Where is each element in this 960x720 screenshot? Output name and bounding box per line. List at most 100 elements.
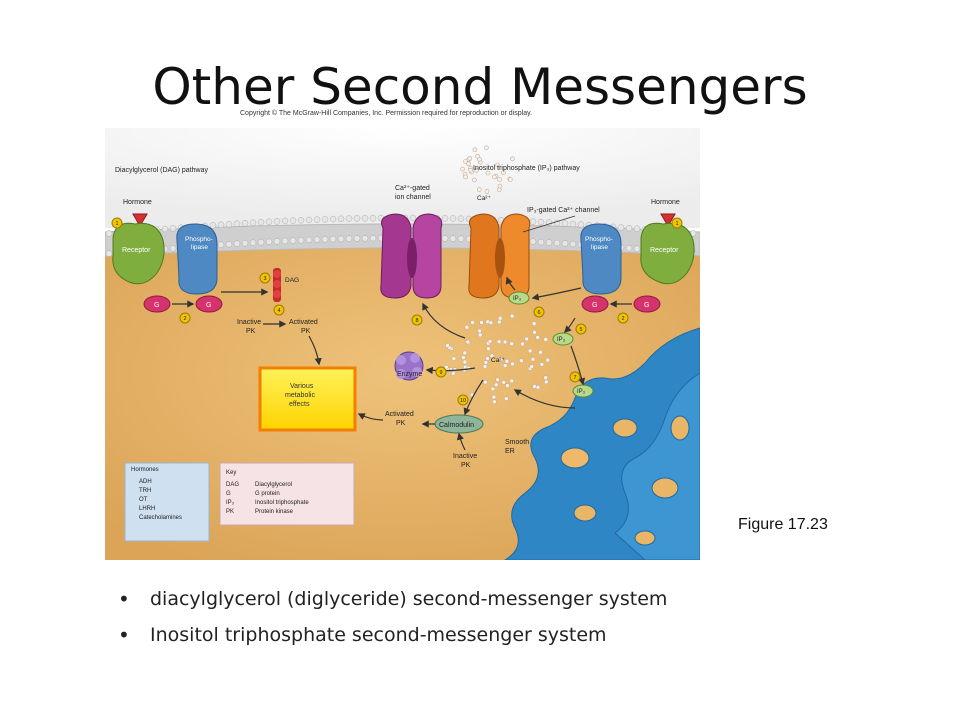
lipid-head (265, 238, 273, 246)
lipid-head (345, 215, 353, 222)
smooth-er-label-1: Smooth (505, 439, 529, 446)
lipid-head (313, 216, 321, 223)
ca-channel-label-1: Ca²⁺-gated (395, 185, 430, 192)
lipid-head (241, 219, 249, 227)
arrow-er-ca-release (513, 389, 576, 409)
bullet-list: diacylglycerol (diglyceride) second-mess… (118, 586, 667, 658)
calcium-ion-dot (539, 362, 545, 367)
calcium-ion-dot (461, 355, 466, 360)
calcium-ion-dot (450, 371, 456, 376)
step-marker-label-10: 10 (460, 398, 466, 404)
lipid-head (369, 214, 377, 222)
calcium-ion-dot (477, 328, 482, 334)
calcium-ion-dot (497, 315, 503, 321)
calmodulin: Calmodulin (434, 414, 484, 434)
calcium-ion-dot (502, 363, 508, 368)
phospholipase-left-label-2: lipase (191, 244, 208, 251)
step-marker-label-4: 4 (277, 308, 280, 314)
ip3-label-3: IP₃ (577, 389, 586, 395)
hormones-item-1: ADH (139, 479, 152, 485)
ip3-molecule-1: IP₃ (508, 291, 530, 305)
calcium-ion-dot (464, 324, 470, 330)
lipid-head (361, 215, 369, 222)
calcium-ion-dot (493, 382, 499, 388)
arrow-ip3-down (570, 345, 586, 386)
calcium-ion-dot (501, 170, 506, 176)
phospholipase-left-label-1: Phospho- (185, 236, 213, 243)
calcium-ion-dot (485, 170, 491, 176)
lipid-head (529, 218, 537, 225)
lipid-head (257, 219, 265, 226)
lipid-head (265, 218, 273, 226)
calcium-ion-dot (502, 339, 508, 345)
smooth-er-label-2: ER (505, 448, 515, 455)
receptor-left-label: Receptor (122, 247, 151, 254)
lipid-head (625, 244, 633, 252)
lipid-head (169, 225, 177, 232)
lipid-head (553, 239, 561, 247)
calcium-ion-dot (496, 319, 502, 325)
lipid-head (257, 239, 265, 246)
lipid-head (305, 236, 313, 244)
hormone-right-icon (660, 213, 676, 227)
calcium-ion-dot (463, 174, 468, 180)
arrow-ca-channel (422, 302, 466, 339)
g-protein-left-1 (143, 295, 171, 313)
calcium-ion-dot (497, 177, 502, 182)
calcium-ion-dot (445, 343, 450, 348)
calcium-ion-dot (485, 356, 490, 361)
lipid-head (353, 215, 361, 222)
g-protein-right-1 (581, 295, 609, 313)
calcium-ion-dot (465, 339, 471, 345)
hormones-item-2: TRH (139, 488, 151, 494)
hormones-item-3: OT (139, 497, 148, 503)
calcium-ion-dot (475, 153, 480, 159)
metabolic-effects-line-3: effects (289, 401, 310, 408)
lipid-head (329, 235, 337, 243)
lipid-head (321, 216, 329, 223)
hormone-left-icon (132, 213, 148, 227)
calcium-ion-dot (491, 394, 497, 400)
g-protein-left-2 (195, 295, 223, 313)
step-marker-label-3: 3 (263, 276, 266, 282)
copyright-notice: Copyright © The McGraw-Hill Companies, I… (240, 110, 533, 117)
step-marker-label-1: 1 (115, 221, 118, 227)
lipid-head (217, 241, 225, 249)
step-marker-label-8: 8 (415, 318, 418, 324)
lipid-head (249, 219, 257, 226)
calcium-ion-dot (444, 364, 449, 370)
key-abbr-2: G (226, 491, 231, 497)
lipid-head (553, 219, 561, 227)
lipid-head (169, 245, 177, 252)
lipid-head (105, 230, 113, 237)
calcium-ion-dot (482, 364, 488, 369)
calcium-ion-dot (505, 383, 510, 388)
key-abbr-4: PK (226, 509, 234, 515)
hormones-box-title: Hormones (131, 467, 159, 473)
calcium-ion-dot (535, 384, 541, 390)
ca-gated-ion-channel (380, 213, 443, 299)
g-protein-right-2 (633, 295, 661, 313)
inactive-pk-right-1: Inactive (453, 453, 477, 460)
metabolic-effects-line-2: metabolic (285, 392, 315, 399)
lipid-head (577, 221, 585, 228)
ip3-label-1: IP₃ (513, 296, 522, 302)
step-marker-label-7: 7 (573, 375, 576, 381)
lipid-head (281, 217, 289, 225)
ip3-channel-pointer (522, 215, 576, 233)
calcium-ion-dot (543, 379, 549, 385)
calcium-ion-dot (468, 167, 474, 173)
key-meaning-1: Diacylglycerol (255, 482, 292, 488)
lipid-head (289, 217, 297, 224)
lipid-head (233, 220, 241, 227)
lipid-head (329, 215, 337, 223)
phospholipase-right-label-1: Phospho- (585, 236, 613, 243)
calmodulin-label: Calmodulin (439, 422, 474, 429)
step-marker-4 (273, 304, 285, 316)
calcium-ion-dot (462, 359, 468, 365)
figure-label: Figure 17.23 (738, 516, 828, 533)
calcium-ion-dot (462, 350, 468, 356)
calcium-ion-dot (531, 321, 537, 326)
calcium-ion-dot (538, 350, 543, 355)
